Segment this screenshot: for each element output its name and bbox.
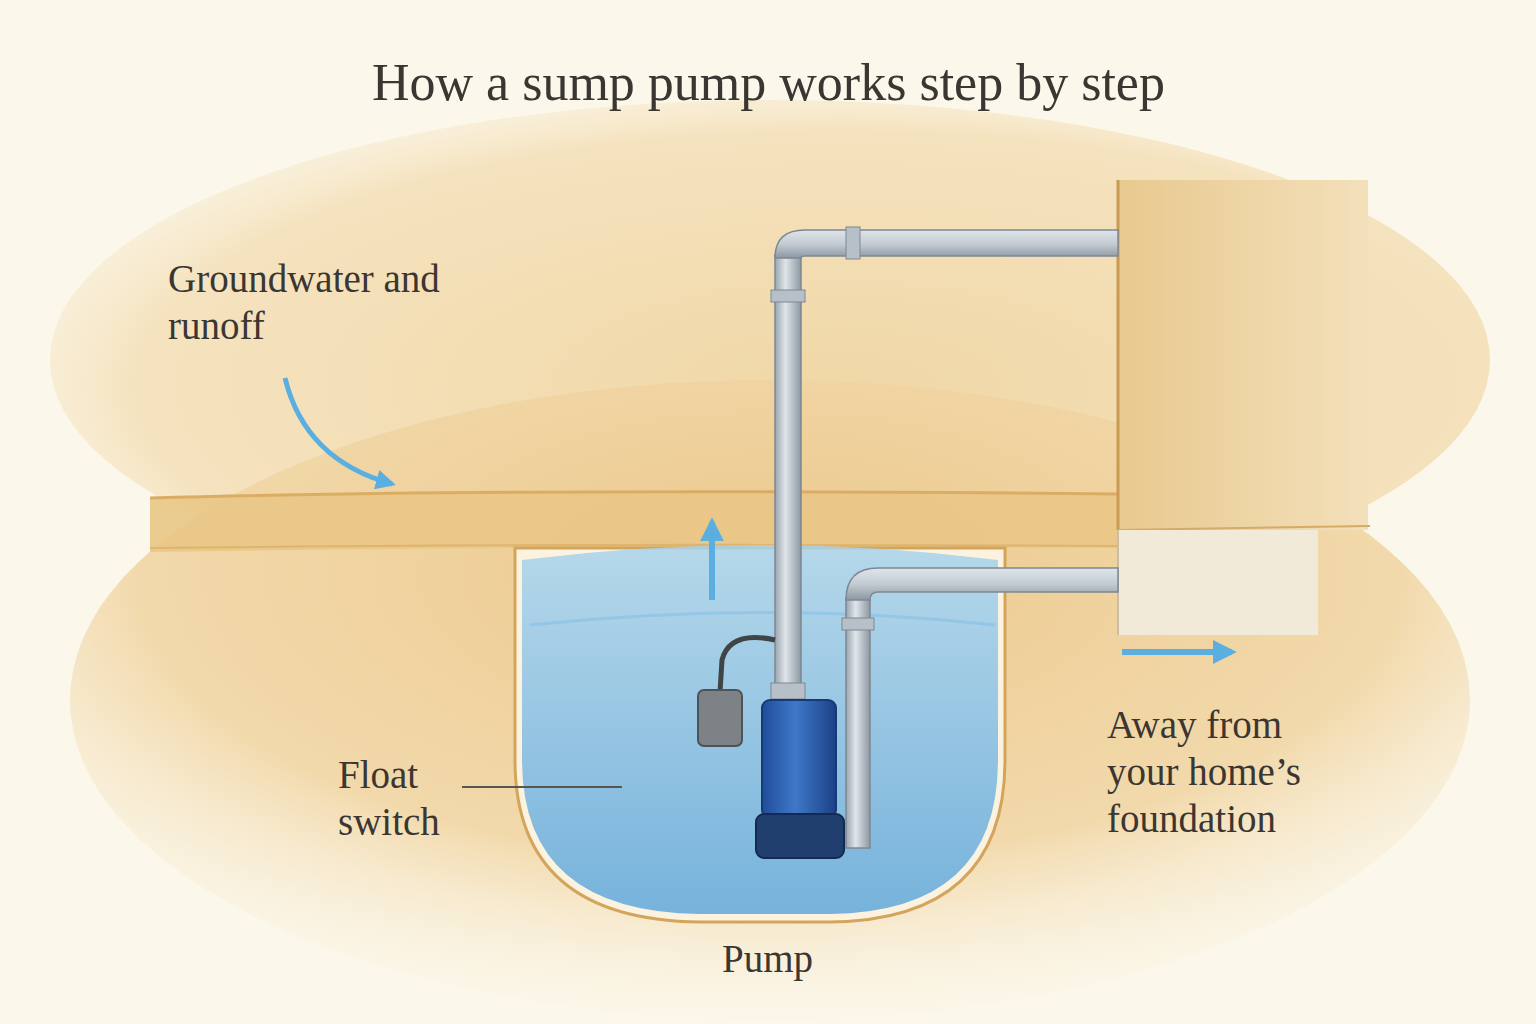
part-label: Float switch (338, 752, 488, 846)
diagram-title: How a sump pump works step by step (372, 52, 1165, 114)
outflow-label: Away from your home’s foundation (1107, 702, 1352, 842)
inflow-label: Groundwater and runoff (168, 256, 440, 350)
part-label: Pump (722, 936, 813, 983)
